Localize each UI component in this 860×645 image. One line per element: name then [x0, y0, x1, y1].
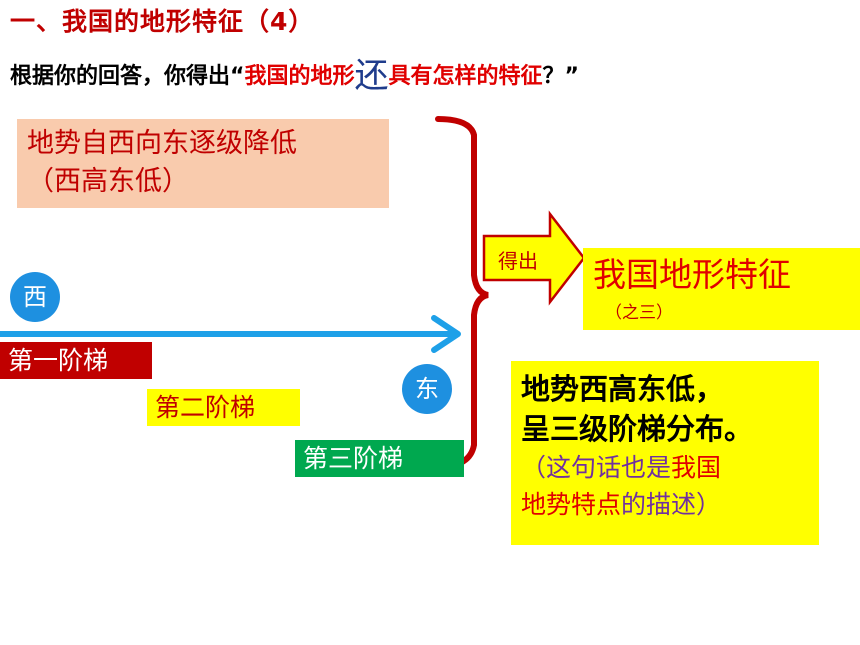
summary-note-part4: 的描述）	[621, 490, 722, 519]
conclusion-arrow-icon	[482, 210, 586, 306]
west-marker: 西	[10, 272, 60, 322]
step-first: 第一阶梯	[0, 342, 152, 379]
summary-line2: 呈三级阶梯分布。	[521, 412, 754, 446]
terrain-trend-line1: 地势自西向东逐级降低	[27, 128, 297, 159]
summary-box: 地势西高东低， 呈三级阶梯分布。 （这句话也是我国 地势特点的描述）	[511, 361, 819, 545]
summary-line1: 地势西高东低，	[521, 372, 725, 406]
question-highlight-1: 我国的地形	[244, 64, 355, 89]
summary-note-part1: （这句话也是	[521, 453, 672, 482]
question-text: 根据你的回答，你得出“我国的地形还具有怎样的特征？”	[10, 48, 579, 97]
page-title: 一、我国的地形特征（4）	[10, 7, 315, 36]
right-brace-icon	[435, 116, 489, 470]
summary-note-part3: 地势特点	[521, 490, 622, 519]
terrain-feature-title: 我国地形特征	[593, 255, 791, 294]
question-emphasis: 还	[354, 56, 389, 96]
west-east-arrow-icon	[0, 315, 461, 353]
summary-note-line2: 地势特点的描述）	[521, 486, 819, 523]
summary-note-line1: （这句话也是我国	[521, 449, 819, 486]
question-highlight-3: 特征	[498, 64, 543, 89]
arrow-label: 得出	[498, 249, 538, 273]
question-prefix: 根据你的回答，你得出“	[10, 64, 245, 89]
terrain-trend-line2: （西高东低）	[27, 166, 189, 197]
question-highlight-2: 具有怎样的	[388, 64, 499, 89]
east-marker: 东	[402, 364, 452, 414]
terrain-feature-subtitle: （之三）	[605, 303, 673, 323]
step-third: 第三阶梯	[295, 440, 464, 477]
terrain-feature-box: 我国地形特征 （之三）	[583, 248, 860, 330]
step-second: 第二阶梯	[147, 389, 300, 426]
question-suffix: ？”	[542, 64, 579, 89]
summary-note-part2: 我国	[671, 453, 722, 482]
terrain-trend-box: 地势自西向东逐级降低 （西高东低）	[17, 119, 389, 208]
